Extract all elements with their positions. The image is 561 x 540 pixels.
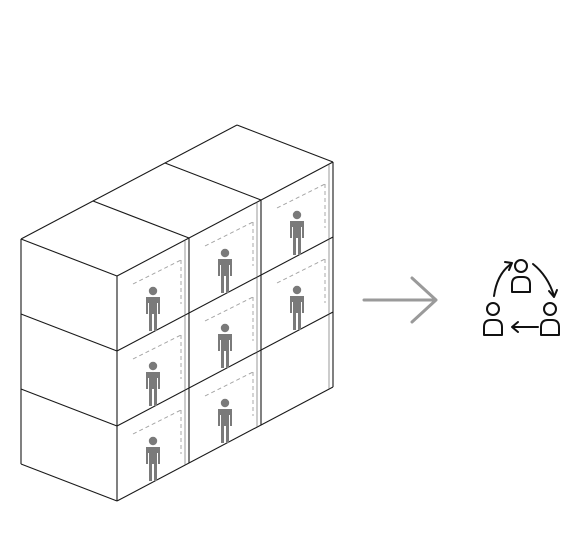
person-top-icon	[511, 259, 531, 293]
occupant-cells	[132, 183, 326, 481]
person-figure-icon	[204, 221, 254, 293]
perspective-dashed-line	[204, 371, 254, 397]
person-figure-icon	[132, 334, 182, 406]
perspective-dashed-line	[132, 334, 182, 360]
right-face-row-line	[116, 311, 334, 427]
person-figure-icon	[276, 258, 326, 330]
top-face-divider	[92, 200, 190, 239]
left-face-row-line	[20, 388, 118, 427]
cycle-arrows-icon	[493, 261, 558, 333]
collaboration-icon	[483, 259, 560, 336]
person-figure-icon	[276, 183, 326, 255]
building-block	[20, 124, 334, 502]
left-face-row-line	[20, 313, 118, 352]
transform-arrow	[362, 276, 438, 324]
right-face-row-line	[116, 161, 334, 277]
perspective-dashed-line	[276, 258, 326, 284]
perspective-dashed-line	[132, 409, 182, 435]
perspective-dashed-line	[204, 221, 254, 247]
person-figure-icon	[132, 409, 182, 481]
person-figure-icon	[204, 296, 254, 368]
perspective-dashed-line	[132, 259, 182, 285]
person-left-icon	[483, 302, 503, 336]
right-face-row-line	[116, 236, 334, 352]
top-face-edge	[20, 124, 238, 240]
top-face-divider	[164, 162, 262, 201]
left-face-row-line	[20, 238, 118, 277]
person-right-icon	[540, 302, 560, 336]
perspective-dashed-line	[276, 183, 326, 209]
right-face-row-line	[116, 386, 334, 502]
arrow-line	[362, 276, 438, 324]
left-face-row-line	[20, 463, 118, 502]
person-figure-icon	[132, 259, 182, 331]
person-figure-icon	[204, 371, 254, 443]
top-face-edge	[236, 124, 334, 163]
perspective-dashed-line	[204, 296, 254, 322]
